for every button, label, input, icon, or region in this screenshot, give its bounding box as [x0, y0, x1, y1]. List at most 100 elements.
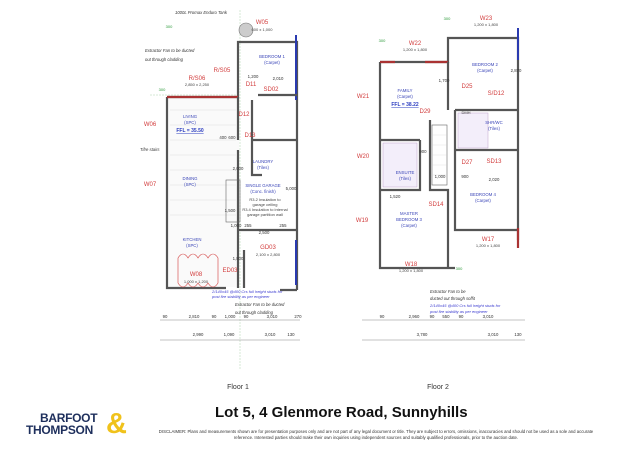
floor1-dimension: 130	[287, 332, 295, 337]
floor1-label: 1,200	[248, 74, 259, 79]
floor2-label: ducted out through soffit	[430, 296, 476, 301]
floor1-label: 1,500	[225, 208, 236, 213]
floor2-label: FAMILY	[398, 88, 413, 93]
floor2-label: W21	[357, 94, 370, 100]
floor2-label: SD14	[428, 202, 444, 208]
floor1-label: D13	[244, 133, 256, 139]
floor2-label: 2,870	[511, 68, 522, 73]
floor2-dimension: 90	[380, 314, 385, 319]
floor2-label: ENSUITE	[396, 170, 415, 175]
floor1-label: (Tiles)	[257, 165, 269, 170]
floor1-label: 600 x 1,000	[252, 27, 274, 32]
floor2-label: 1,200 x 1,800	[474, 22, 499, 27]
floor2-label: (Tiles)	[488, 126, 500, 131]
floor1-caption: Floor 1	[227, 384, 249, 391]
floor2-label: 2,020	[489, 177, 500, 182]
floor2-label: 900	[461, 174, 469, 179]
disclaimer: DISCLAIMER: Plans and measurements shown…	[158, 429, 594, 440]
floor1-label: LIVING	[183, 114, 198, 119]
floor2-label: FFL = 38.22	[391, 102, 419, 108]
logo-line2: THOMPSON	[26, 423, 93, 437]
floor1-label: D12	[238, 112, 250, 118]
floor2-label: W23	[480, 16, 493, 22]
floor2-label: DMH	[461, 110, 470, 115]
floor2-label: D27	[461, 160, 473, 166]
floor2-label: 1,700	[439, 78, 450, 83]
floor2-dimension: 130	[514, 332, 522, 337]
floor1-label: (SPC)	[184, 120, 196, 125]
floor1-label: 1000L Promax Enduro Tank	[175, 10, 228, 15]
floor1-label: Extractor Fan to be ducted	[145, 48, 195, 53]
barfoot-thompson-logo: BARFOOT THOMPSON &	[26, 409, 136, 441]
floor1-label: 1,000 x 1,200	[184, 279, 209, 284]
floor1-label: post fire stability as per engineer	[211, 294, 270, 299]
floor1-label: W05	[256, 20, 269, 26]
floor1-label: W06	[144, 122, 157, 128]
floor1-label: D11	[246, 82, 257, 88]
floor2-dimension: 550	[442, 314, 450, 319]
floor1-label: 600	[228, 135, 236, 140]
floor1-label: W07	[144, 182, 157, 188]
floor1-label: ED03	[222, 268, 238, 274]
floor1-dimension: 1,000	[225, 314, 236, 319]
floor1-label: KITCHEN	[183, 237, 202, 242]
floor1-label: (SPC)	[186, 243, 198, 248]
floor2-dimension: 3,780	[417, 332, 428, 337]
floor1-dimension: 90	[212, 314, 217, 319]
floor1-label: out through cladding	[235, 310, 274, 315]
floor2-label: BEDROOM 3	[396, 217, 422, 222]
floor2-label: 1,200 x 1,800	[476, 243, 501, 248]
floor1-label: R3.2 Insulation to	[249, 197, 281, 202]
floor2-dimension: 3,010	[488, 332, 499, 337]
floor1-label: FFL = 35.50	[176, 128, 204, 134]
floor2-label: BEDROOM 2	[472, 62, 498, 67]
floor1-label: (SPC)	[184, 182, 196, 187]
floor2-label: W19	[356, 218, 369, 224]
floor2-label: Extractor Fan to be	[430, 289, 466, 294]
floor1-label: (Carpet)	[264, 60, 280, 65]
floor2-label: 1,200 x 1,800	[399, 268, 424, 273]
floor1-label: 1,000	[231, 223, 242, 228]
floor1-label: garage partition wall	[247, 212, 283, 217]
floor2-dimension: 3,010	[483, 314, 494, 319]
floor1-label: BEDROOM 1	[259, 54, 285, 59]
floor2-label: W22	[409, 41, 422, 47]
floor1-label: W08	[190, 272, 203, 278]
floor1-label: out through cladding	[145, 57, 184, 62]
floor1-label: LAUNDRY	[253, 159, 274, 164]
floor2-label: (Carpet)	[475, 198, 491, 203]
floor2-label: D29	[419, 109, 431, 115]
floor2-label: 900	[419, 149, 427, 154]
floor1-label: Tifre stairs	[140, 147, 160, 152]
floor2-plan	[362, 28, 525, 341]
floor1-label: 1,800	[233, 256, 244, 261]
floor1-dimension: 90	[244, 314, 249, 319]
floor2-dimension: 2,960	[409, 314, 420, 319]
floor2-label: S/D12	[488, 91, 505, 97]
floor1-label: 300	[159, 87, 166, 92]
floor2-label: (Carpet)	[397, 94, 413, 99]
floor1-label: R3.4 Insulation to internal	[242, 207, 287, 212]
floor1-label: R/S06	[189, 76, 206, 82]
floor1-label: DINING	[182, 176, 198, 181]
floor2-label: 300	[444, 16, 451, 21]
floor1-label: 2/140x45 @400 Crs full height studs for	[211, 289, 283, 294]
floor1-dimension: 90	[163, 314, 168, 319]
floor1-label: 2,010	[273, 76, 284, 81]
floor2-label: W18	[405, 262, 418, 268]
floor1-label: garage ceiling	[253, 202, 278, 207]
floor2-label: (Carpet)	[401, 223, 417, 228]
floor1-label: 2,100 x 2,800	[256, 252, 281, 257]
floor2-dimension: 90	[430, 314, 435, 319]
floor1-label: 2,000	[233, 166, 244, 171]
floor1-label: 5,000	[286, 186, 297, 191]
floor2-label: post fire stability as per engineer	[429, 309, 488, 314]
floor2-label: SD13	[486, 159, 502, 165]
floor2-label: 300	[456, 266, 463, 271]
floor2-label: 300	[379, 38, 386, 43]
floor2-label: (Carpet)	[477, 68, 493, 73]
floor1-label: GD03	[260, 245, 276, 251]
floor1-plan	[150, 10, 300, 370]
